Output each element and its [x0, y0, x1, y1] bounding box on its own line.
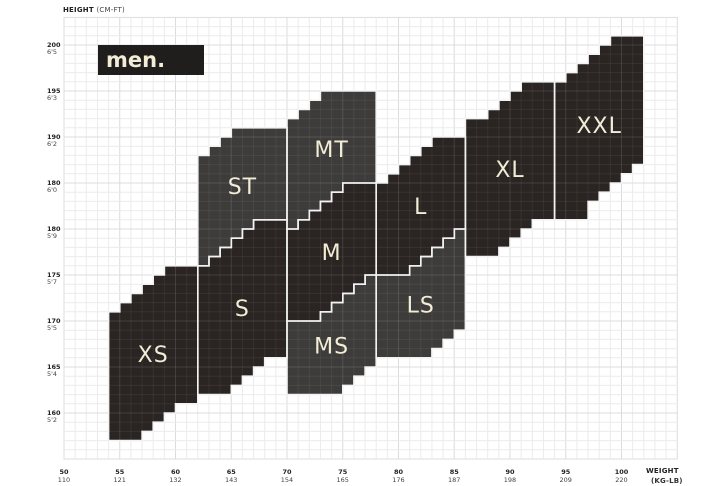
size-region-xl	[465, 81, 555, 257]
y-tick-sublabel: 6'5	[47, 48, 57, 56]
size-region-border	[553, 34, 645, 221]
x-tick-sublabel: 198	[504, 476, 516, 484]
x-tick-label: 90	[505, 468, 515, 476]
x-tick-label: 70	[282, 468, 292, 476]
x-tick-label: 80	[394, 468, 404, 476]
men-title-badge: men.	[98, 45, 204, 75]
size-label-m: M	[322, 241, 342, 266]
size-region-ls	[376, 229, 466, 358]
size-region-st	[197, 127, 287, 266]
x-tick-label: 65	[227, 468, 237, 476]
x-tick-sublabel: 209	[560, 476, 572, 484]
y-tick-label: 200	[47, 41, 61, 49]
size-region-border	[286, 274, 378, 396]
x-tick-sublabel: 220	[615, 476, 627, 484]
y-tick-sublabel: 6'0	[47, 186, 57, 194]
x-tick-sublabel: 110	[58, 476, 70, 484]
x-tick-sublabel: 187	[448, 476, 460, 484]
x-axis-unit: (KG-LB)	[651, 477, 683, 485]
y-axis-unit: (CM-FT)	[96, 6, 125, 14]
y-tick-sublabel: 6'3	[47, 94, 57, 102]
y-axis-title-text: HEIGHT	[63, 6, 94, 14]
y-tick-label: 165	[47, 363, 61, 371]
y-tick-label: 180	[47, 225, 61, 233]
y-tick-sublabel: 6'2	[47, 140, 57, 148]
size-region-border	[375, 228, 467, 359]
x-tick-label: 60	[171, 468, 181, 476]
size-region-s	[197, 219, 287, 395]
x-axis-title: WEIGHT (KG-LB)	[646, 466, 683, 486]
x-tick-sublabel: 121	[114, 476, 126, 484]
size-label-xxl: XXL	[576, 114, 621, 139]
y-tick-label: 180	[47, 179, 61, 187]
y-tick-sublabel: 5'7	[47, 278, 57, 286]
x-tick-label: 55	[115, 468, 125, 476]
x-tick-label: 100	[615, 468, 629, 476]
size-label-ls: LS	[407, 293, 435, 318]
x-tick-label: 85	[450, 468, 460, 476]
y-tick-label: 170	[47, 317, 61, 325]
y-tick-label: 190	[47, 133, 61, 141]
y-tick-label: 175	[47, 271, 61, 279]
x-tick-label: 75	[338, 468, 348, 476]
size-region-mt	[287, 91, 377, 229]
size-label-mt: MT	[314, 138, 348, 163]
y-axis-title: HEIGHT (CM-FT)	[63, 6, 125, 14]
y-tick-label: 195	[47, 87, 61, 95]
x-tick-label: 50	[59, 468, 69, 476]
x-tick-label: 95	[561, 468, 571, 476]
size-region-ms	[287, 275, 377, 395]
y-tick-sublabel: 5'4	[47, 370, 57, 378]
x-tick-sublabel: 143	[225, 476, 237, 484]
size-regions	[107, 34, 645, 442]
x-tick-sublabel: 154	[281, 476, 293, 484]
size-region-border	[107, 264, 199, 442]
size-label-l: L	[414, 195, 427, 220]
size-label-s: S	[235, 297, 250, 322]
size-label-xl: XL	[495, 158, 524, 183]
x-tick-sublabel: 176	[392, 476, 404, 484]
size-region-xs	[108, 265, 198, 441]
x-tick-sublabel: 165	[337, 476, 349, 484]
x-axis-title-text: WEIGHT	[646, 467, 679, 475]
y-tick-sublabel: 5'2	[47, 416, 57, 424]
size-label-st: ST	[228, 175, 257, 200]
y-tick-sublabel: 5'5	[47, 324, 57, 332]
size-label-xs: XS	[138, 343, 169, 368]
size-label-ms: MS	[314, 335, 349, 360]
region-inner-grid	[554, 35, 644, 220]
y-tick-sublabel: 5'9	[47, 232, 57, 240]
y-tick-label: 160	[47, 409, 61, 417]
x-tick-sublabel: 132	[169, 476, 181, 484]
